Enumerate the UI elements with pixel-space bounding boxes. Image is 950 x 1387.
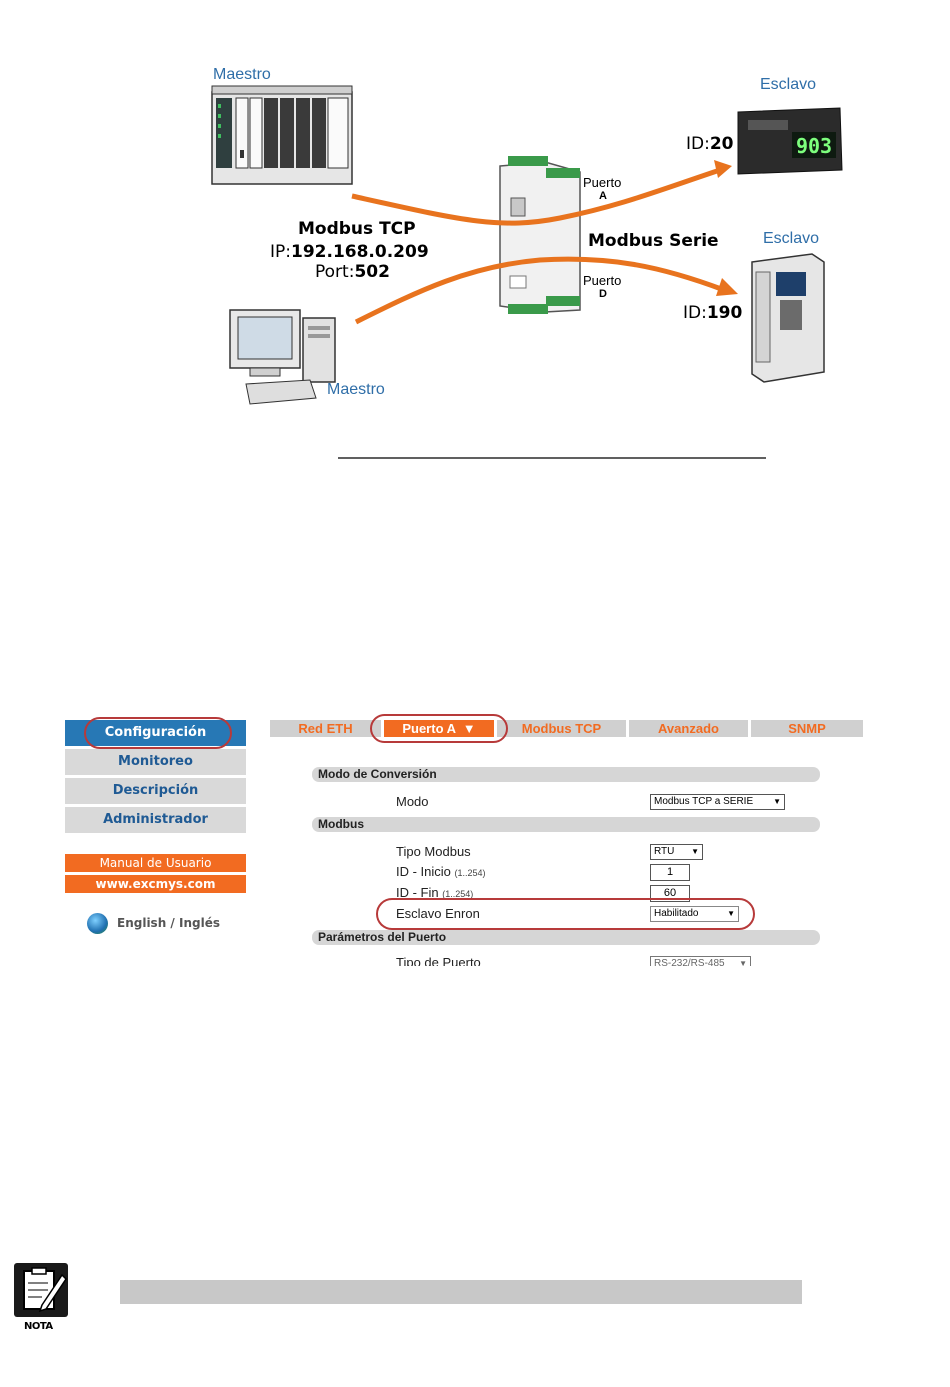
slave-top-id-prefix: ID:: [686, 134, 710, 154]
tipo-modbus-value: RTU: [654, 846, 675, 857]
modbus-serie-label: Modbus Serie: [588, 231, 719, 251]
converter-device-image: [499, 156, 581, 314]
slave-bottom-label: Esclavo: [763, 230, 820, 247]
master-top-label: Maestro: [213, 66, 271, 83]
modo-select[interactable]: Modbus TCP a SERIE ▼: [650, 794, 785, 810]
note-pencil-icon: [14, 1263, 68, 1317]
tab-puerto-a[interactable]: Puerto A ▼: [384, 720, 494, 737]
section-modo-conversion: Modo de Conversión: [312, 767, 820, 782]
section-modbus: Modbus: [312, 817, 820, 832]
id-inicio-hint: (1..254): [454, 868, 486, 878]
arrow-to-port-a: [351, 160, 732, 226]
tipo-puerto-label: Tipo de Puerto: [396, 955, 481, 966]
ip-prefix: IP:: [270, 242, 291, 262]
modo-select-value: Modbus TCP a SERIE: [654, 796, 754, 807]
modo-label: Modo: [396, 794, 429, 809]
note-label: NOTA: [24, 1321, 53, 1332]
plc-rack-image: [211, 85, 353, 185]
tipo-modbus-select[interactable]: RTU ▼: [650, 844, 703, 860]
panel-meter-image: [737, 107, 843, 175]
ip-value: 192.168.0.209: [291, 242, 429, 262]
user-manual-link[interactable]: Manual de Usuario: [65, 854, 246, 872]
highlight-ring-puerto-a: [370, 714, 508, 743]
port-a-letter: A: [599, 190, 607, 202]
master-bottom-label: Maestro: [327, 381, 385, 398]
vfd-drive-image: [751, 253, 825, 383]
id-inicio-label: ID - Inicio: [396, 864, 451, 879]
id-fin-input[interactable]: 60: [650, 885, 690, 902]
chevron-down-icon: ▼: [727, 909, 735, 918]
slave-top-id-value: 20: [709, 134, 734, 154]
cropped-row: Tipo de Puerto RS-232/RS-485 ▼: [300, 952, 860, 966]
chevron-down-icon: ▼: [773, 797, 781, 806]
esclavo-enron-value: Habilitado: [654, 908, 699, 919]
computer-image: [229, 309, 336, 405]
esclavo-enron-label: Esclavo Enron: [396, 906, 484, 921]
port-d-word: Puerto: [583, 273, 622, 288]
tab-red-eth[interactable]: Red ETH: [270, 720, 381, 737]
section-parametros-puerto: Parámetros del Puerto: [312, 930, 820, 945]
diagram-graphics: [168, 85, 843, 637]
slave-bottom-id-prefix: ID:: [683, 303, 707, 323]
port-line: Port:502: [315, 262, 390, 282]
port-a-word: Puerto: [583, 175, 622, 190]
sidebar-item-administrador[interactable]: Administrador: [65, 807, 246, 833]
id-inicio-label-row: ID - Inicio (1..254): [396, 864, 486, 879]
slave-top-label: Esclavo: [760, 76, 817, 93]
ip-address-line: IP:192.168.0.209: [270, 242, 429, 262]
tab-modbus-tcp[interactable]: Modbus TCP: [497, 720, 626, 737]
chevron-down-icon: ▼: [691, 847, 699, 856]
highlight-ring-configuracion: [84, 717, 232, 749]
tipo-puerto-value: RS-232/RS-485: [654, 958, 725, 966]
id-fin-hint: (1..254): [442, 889, 474, 899]
tipo-modbus-label: Tipo Modbus: [396, 844, 471, 859]
tab-snmp[interactable]: SNMP: [751, 720, 863, 737]
slave-bottom-id-value: 190: [706, 303, 743, 323]
language-link[interactable]: English / Inglés: [117, 916, 220, 930]
highlight-ring-esclavo-enron: [376, 898, 755, 930]
port-value: 502: [354, 262, 390, 282]
port-d-letter: D: [599, 288, 607, 300]
meter-display-value: 903: [795, 134, 833, 158]
tipo-puerto-select[interactable]: RS-232/RS-485 ▼: [650, 956, 751, 966]
id-inicio-input[interactable]: 1: [650, 864, 690, 881]
tab-avanzado[interactable]: Avanzado: [629, 720, 748, 737]
id-fin-label-row: ID - Fin (1..254): [396, 885, 473, 900]
sidebar-item-descripcion[interactable]: Descripción: [65, 778, 246, 804]
esclavo-enron-select[interactable]: Habilitado ▼: [650, 906, 739, 922]
network-diagram: 903 Maestro Maestro Esclavo Esclavo Modb…: [0, 0, 950, 637]
note-bar: [120, 1280, 802, 1304]
modbus-tcp-title: Modbus TCP: [298, 219, 416, 239]
id-fin-label: ID - Fin: [396, 885, 439, 900]
website-link[interactable]: www.excmys.com: [65, 875, 246, 893]
slave-bottom-id: ID:190: [683, 303, 742, 323]
sidebar-item-monitoreo[interactable]: Monitoreo: [65, 749, 246, 775]
slave-top-id: ID:20: [686, 134, 734, 154]
port-prefix: Port:: [315, 262, 355, 282]
arrow-to-port-d: [354, 256, 738, 325]
chevron-down-icon: ▼: [739, 959, 747, 966]
globe-icon[interactable]: [87, 913, 108, 934]
